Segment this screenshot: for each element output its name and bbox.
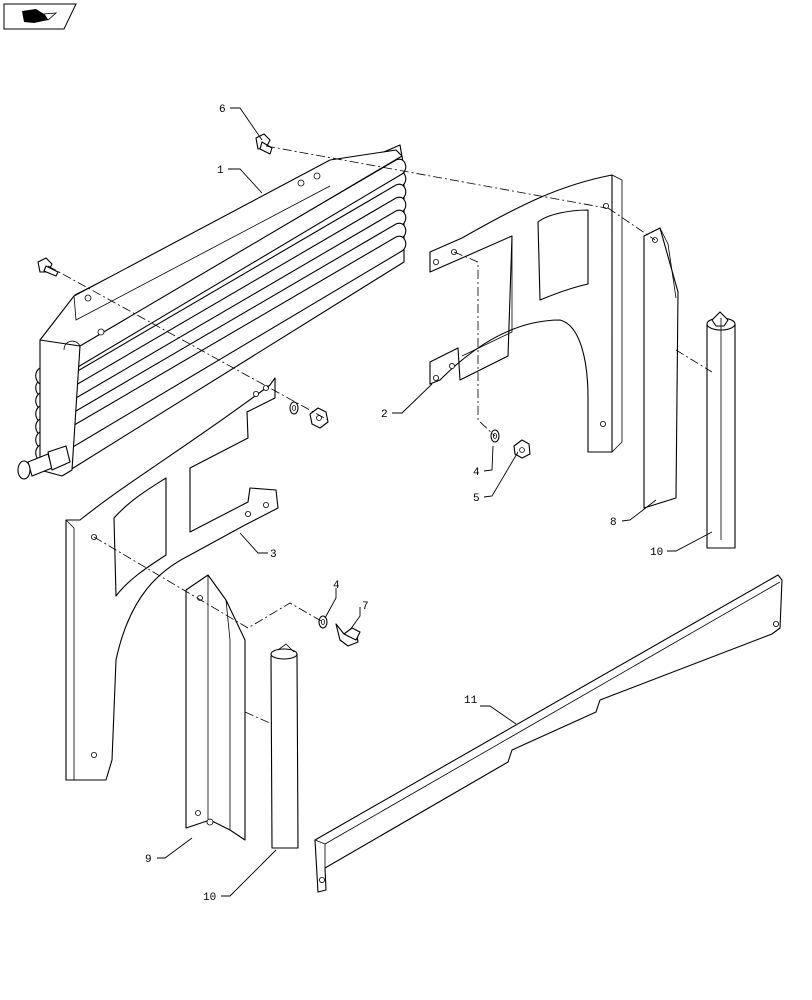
part-seal-bar <box>314 574 783 893</box>
part-bolt-top <box>255 133 273 155</box>
part-bracket-right <box>429 174 623 453</box>
callout-10-left: 10 <box>203 892 216 904</box>
assembly-lines <box>47 145 713 725</box>
nav-arrow-button[interactable] <box>3 3 77 30</box>
arrow-right-icon <box>22 9 58 23</box>
callout-labels: 6 1 2 3 4 5 8 10 4 7 9 10 11 <box>145 104 663 904</box>
callout-5: 5 <box>473 493 480 505</box>
part-bolt-left <box>37 257 59 277</box>
callout-1: 1 <box>217 165 224 177</box>
callout-7: 7 <box>362 601 369 613</box>
part-tube-left <box>270 643 299 849</box>
part-tube-right <box>706 311 736 549</box>
callout-2: 2 <box>381 409 388 421</box>
part-bracket-left <box>65 377 279 781</box>
callout-leaders <box>157 107 713 897</box>
callout-10-right: 10 <box>650 547 663 559</box>
part-seal-right <box>643 227 679 509</box>
part-washer-bolt-lower <box>318 615 361 647</box>
part-washer-nut-mid <box>289 401 329 429</box>
part-oil-cooler <box>17 144 407 480</box>
callout-9: 9 <box>145 854 152 866</box>
callout-8: 8 <box>610 517 617 529</box>
callout-6: 6 <box>219 104 226 116</box>
callout-3: 3 <box>270 549 277 561</box>
cooler-fins <box>35 158 407 464</box>
part-seal-left <box>185 574 246 841</box>
callout-4-right: 4 <box>473 467 480 479</box>
callout-4-lower: 4 <box>333 580 340 592</box>
part-washer-nut-right <box>490 429 531 459</box>
callout-11: 11 <box>464 695 478 707</box>
